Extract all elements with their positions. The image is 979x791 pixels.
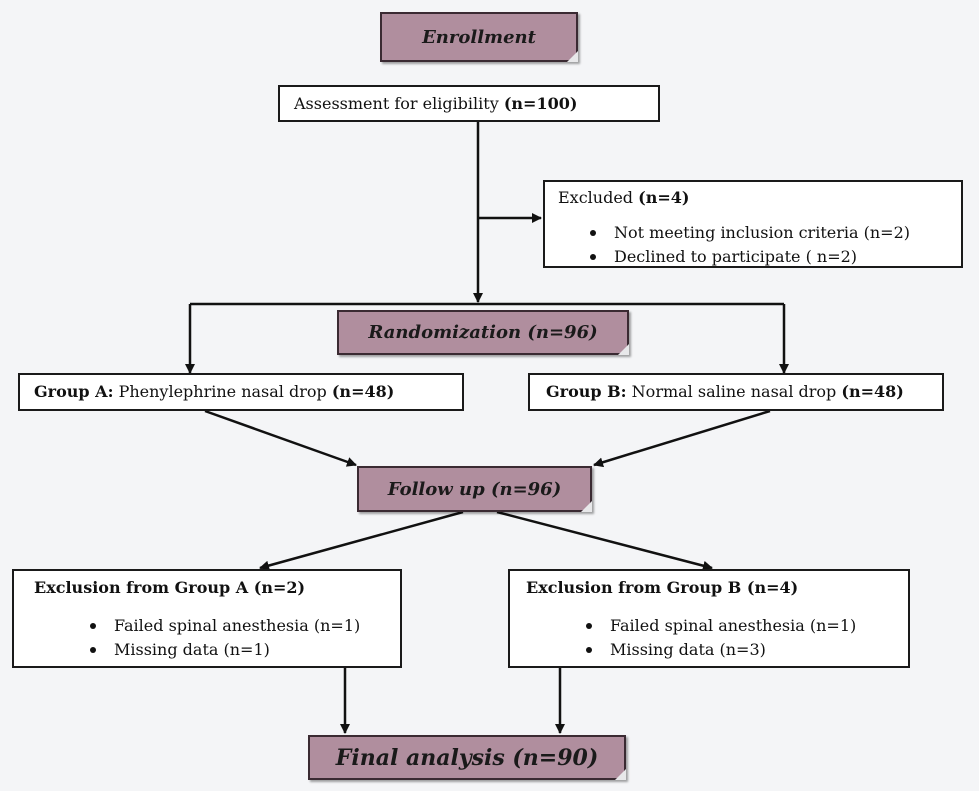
exclusion-b-item: Failed spinal anesthesia (n=1) bbox=[586, 615, 908, 637]
exclusion-group-a-box: Exclusion from Group A (n=2) Failed spin… bbox=[12, 569, 402, 668]
excluded-list: Not meeting inclusion criteria (n=2) Dec… bbox=[558, 222, 961, 268]
exclusion-group-b-list: Failed spinal anesthesia (n=1) Missing d… bbox=[526, 615, 908, 661]
final-analysis-stage: Final analysis (n=90) bbox=[308, 735, 626, 780]
enrollment-label: Enrollment bbox=[422, 26, 536, 48]
connector-group-a-to-follow-up bbox=[204, 409, 357, 467]
exclusion-a-item: Failed spinal anesthesia (n=1) bbox=[90, 615, 400, 637]
connector-follow-up-to-exclusion-b bbox=[496, 510, 713, 571]
excluded-title: Excluded (n=4) bbox=[558, 187, 961, 209]
exclusion-group-b-title: Exclusion from Group B (n=4) bbox=[526, 578, 799, 597]
exclusion-a-item: Missing data (n=1) bbox=[90, 639, 400, 661]
follow-up-stage: Follow up (n=96) bbox=[357, 466, 592, 512]
final-analysis-label: Final analysis (n=90) bbox=[335, 744, 599, 771]
group-b-count: (n=48) bbox=[841, 382, 904, 401]
group-b-box: Group B: Normal saline nasal drop (n=48) bbox=[528, 373, 944, 411]
excluded-item: Not meeting inclusion criteria (n=2) bbox=[590, 222, 961, 244]
connector-follow-up-to-exclusion-a bbox=[259, 510, 464, 571]
group-b-name: Group B: bbox=[546, 382, 627, 401]
group-a-name: Group A: bbox=[34, 382, 114, 401]
group-a-count: (n=48) bbox=[331, 382, 395, 401]
exclusion-group-a-list: Failed spinal anesthesia (n=1) Missing d… bbox=[34, 615, 400, 661]
excluded-box: Excluded (n=4) Not meeting inclusion cri… bbox=[543, 180, 963, 268]
assessment-count: (n=100) bbox=[503, 93, 578, 113]
assessment-text: Assessment for eligibility bbox=[294, 93, 504, 113]
group-a-box: Group A: Phenylephrine nasal drop (n=48) bbox=[18, 373, 464, 411]
excluded-count: (n=4) bbox=[638, 188, 690, 207]
exclusion-b-item: Missing data (n=3) bbox=[586, 639, 908, 661]
connector-group-b-to-follow-up bbox=[593, 409, 771, 468]
excluded-item: Declined to participate ( n=2) bbox=[590, 246, 961, 268]
follow-up-label: Follow up (n=96) bbox=[387, 478, 562, 500]
randomization-label: Randomization (n=96) bbox=[368, 322, 598, 343]
group-a-text: Phenylephrine nasal drop bbox=[113, 382, 332, 401]
excluded-title-text: Excluded bbox=[558, 188, 639, 207]
exclusion-group-b-box: Exclusion from Group B (n=4) Failed spin… bbox=[508, 569, 910, 668]
group-b-text: Normal saline nasal drop bbox=[626, 382, 842, 401]
randomization-stage: Randomization (n=96) bbox=[337, 310, 629, 355]
exclusion-group-a-title: Exclusion from Group A (n=2) bbox=[34, 578, 306, 597]
assessment-box: Assessment for eligibility (n=100) bbox=[278, 85, 660, 122]
enrollment-stage: Enrollment bbox=[380, 12, 578, 62]
